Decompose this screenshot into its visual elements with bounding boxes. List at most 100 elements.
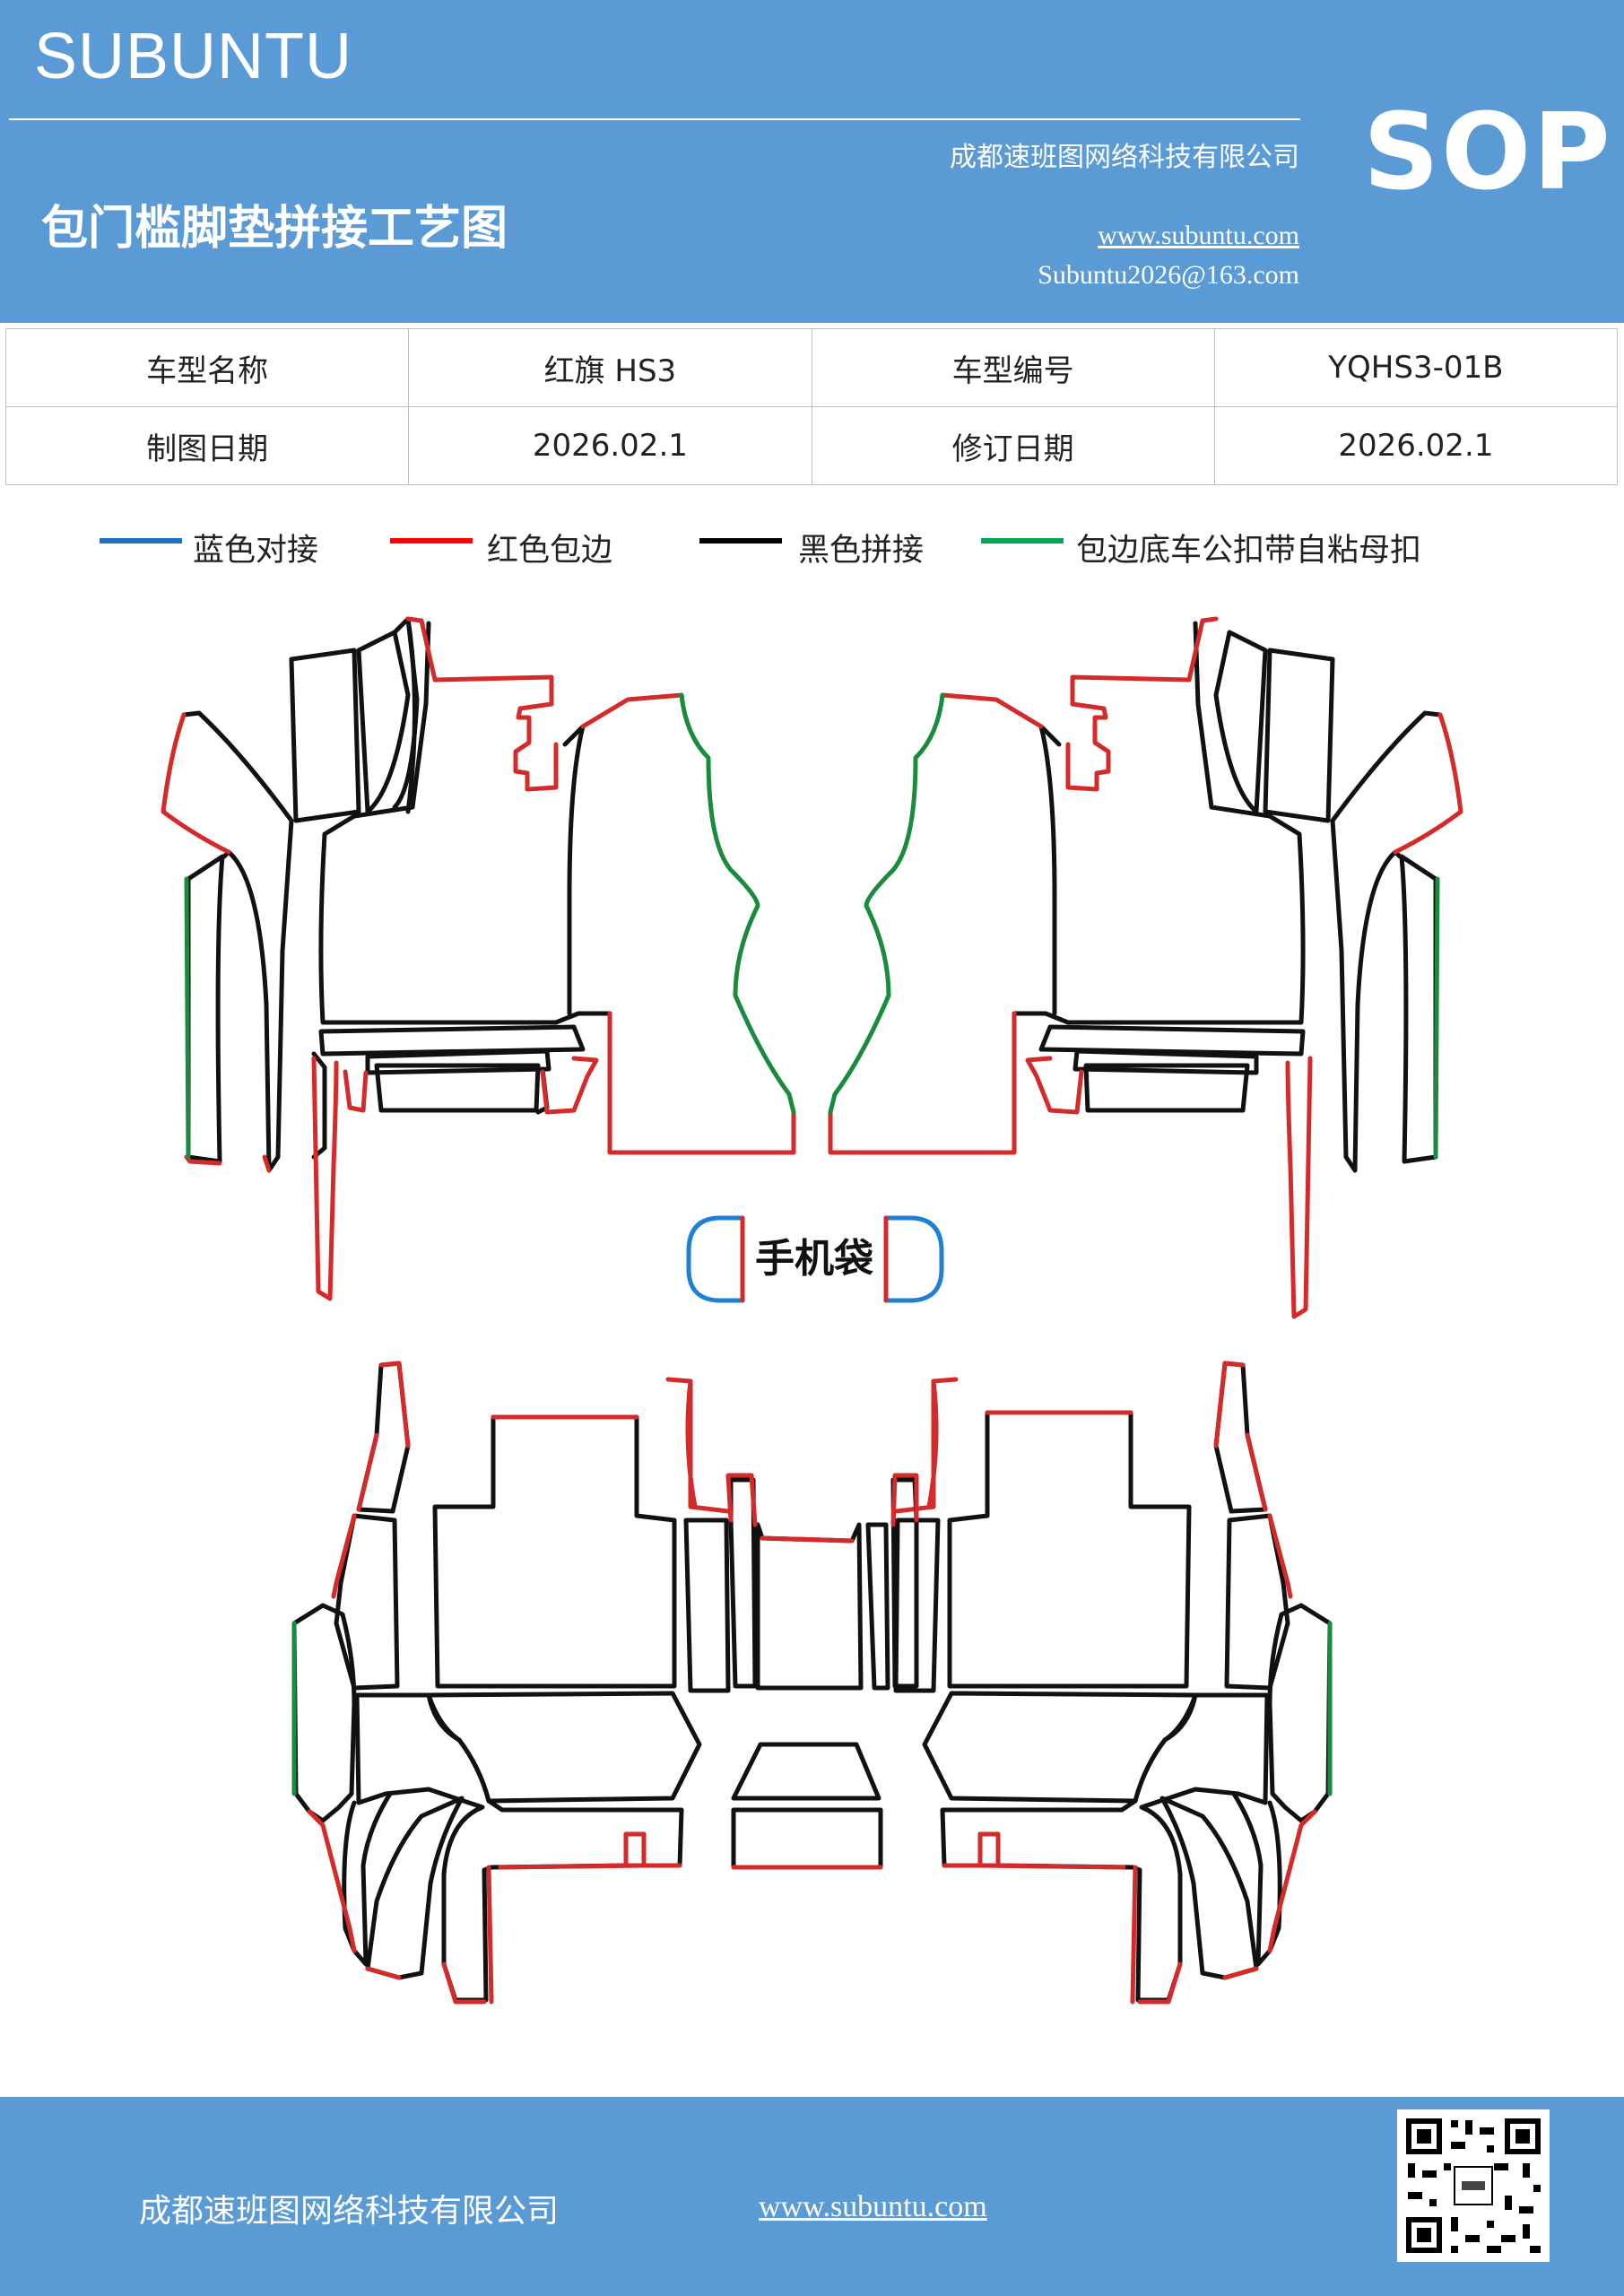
header-company: 成都速班图网络科技有限公司	[950, 142, 1299, 173]
hook-strip	[1433, 876, 1440, 1160]
mat-piece	[354, 1692, 684, 2003]
table-cell: 制图日期	[4, 406, 410, 485]
footer-website-link[interactable]: www.subuntu.com	[759, 2190, 987, 2223]
legend-label: 蓝色对接	[193, 533, 319, 569]
mat-edge	[161, 712, 231, 855]
mat-piece	[311, 1051, 327, 1160]
mat-piece	[374, 1063, 541, 1113]
header-website-link[interactable]: www.subuntu.com	[1098, 221, 1299, 250]
mat-edge	[725, 1473, 919, 1527]
table-cell: 修订日期	[811, 406, 1215, 485]
mat-piece	[893, 1518, 941, 1693]
mat-edge	[940, 692, 1044, 729]
mat-piece	[1073, 1048, 1259, 1075]
mat-edge	[1137, 1961, 1183, 2005]
legend-swatch	[981, 538, 1064, 544]
header-email: Subuntu2026@163.com	[1038, 260, 1299, 290]
mat-edge	[441, 1961, 487, 2005]
mat-edge	[1285, 1056, 1313, 1319]
header-band	[0, 0, 1624, 323]
legend-swatch	[100, 538, 182, 544]
mat-edge	[1267, 1809, 1317, 1953]
mat-piece	[1399, 854, 1438, 1164]
mat-edge	[685, 1378, 698, 1509]
table-cell: 车型名称	[4, 328, 410, 407]
phone-bag-label: 手机袋	[755, 1236, 873, 1282]
mat-piece	[289, 648, 361, 823]
front-right-mat	[828, 616, 1463, 1319]
legend-swatch	[390, 538, 473, 544]
mat-piece	[291, 1603, 357, 1823]
mat-edge	[262, 1154, 272, 1173]
mat-piece	[728, 1477, 758, 1689]
mat-edge	[311, 1056, 339, 1301]
mat-piece	[755, 1522, 864, 1691]
mat-piece	[731, 1742, 881, 1801]
mat-edge	[1213, 1361, 1268, 1512]
mat-edge	[1222, 1966, 1259, 1980]
mat-piece	[1083, 1063, 1250, 1113]
mat-piece	[318, 1024, 586, 1057]
mat-piece	[1263, 648, 1335, 823]
legend-label: 黑色拼接	[798, 533, 925, 569]
mat-piece	[365, 1796, 465, 1980]
mat-edge	[580, 692, 684, 729]
phone-bag-dock-left	[686, 1215, 745, 1303]
mat-edge	[607, 1011, 796, 1155]
mat-piece	[865, 1522, 890, 1691]
mat-edge	[540, 1056, 599, 1115]
legend-swatch	[699, 538, 782, 544]
mat-edge	[343, 1069, 369, 1113]
table-cell: 车型编号	[811, 328, 1215, 407]
legend-label: 包边底车公扣带自粘母扣	[1076, 533, 1422, 569]
mat-piece	[426, 1691, 702, 1804]
rear-center	[725, 1473, 919, 1870]
mat-piece	[1330, 710, 1443, 1173]
front-left-mat	[161, 616, 796, 1301]
legend-label: 红色包边	[487, 533, 613, 569]
mat-piece	[181, 710, 294, 1173]
table-row: 制图日期 2026.02.1 修订日期 2026.02.1	[4, 406, 1619, 485]
rear-mat-left	[291, 1361, 731, 2005]
mat-piece	[922, 1691, 1198, 1804]
mat-piece	[947, 1410, 1192, 1689]
hook-strip	[679, 692, 796, 1115]
mat-edge	[926, 1378, 939, 1509]
qr-code	[1397, 2109, 1550, 2262]
mat-piece	[1012, 621, 1306, 1025]
mat-piece	[432, 1414, 677, 1689]
mat-piece	[683, 1518, 731, 1693]
mat-edge	[331, 1513, 357, 1599]
mat-piece	[1038, 1024, 1306, 1057]
mat-piece	[405, 616, 417, 814]
mat-piece	[365, 1048, 551, 1075]
mat-edge	[307, 1809, 357, 1953]
mat-piece	[1213, 630, 1268, 814]
mat-piece	[318, 621, 612, 1025]
footer-band	[0, 2097, 1624, 2296]
hook-strip	[184, 876, 191, 1160]
phone-bag: 手机袋	[686, 1215, 944, 1303]
sop-label: SOP	[1363, 90, 1612, 213]
header-divider	[9, 118, 1300, 120]
mat-edge	[365, 1966, 402, 1980]
rear-mat-right	[893, 1361, 1333, 2005]
page-title: 包门槛脚垫拼接工艺图	[41, 202, 508, 256]
mat-piece	[1159, 1796, 1259, 1980]
mat-edge	[486, 1831, 682, 2005]
mat-edge	[828, 1011, 1017, 1155]
mat-edge	[1393, 712, 1463, 855]
mat-edge	[1267, 1513, 1293, 1599]
mat-edge	[356, 1361, 411, 1512]
hook-strip	[828, 692, 945, 1115]
mat-piece	[940, 1692, 1270, 2003]
legend: 蓝色对接 红色包边 黑色拼接 包边底车公扣带自粘母扣	[0, 525, 1624, 570]
table-cell: 2026.02.1	[1213, 406, 1619, 485]
footer-company: 成都速班图网络科技有限公司	[139, 2193, 560, 2230]
mat-edge	[893, 1377, 959, 1514]
mat-piece	[562, 724, 612, 1151]
mat-piece	[1267, 1603, 1333, 1823]
mat-piece	[1012, 724, 1062, 1151]
mat-edge	[665, 1377, 731, 1514]
